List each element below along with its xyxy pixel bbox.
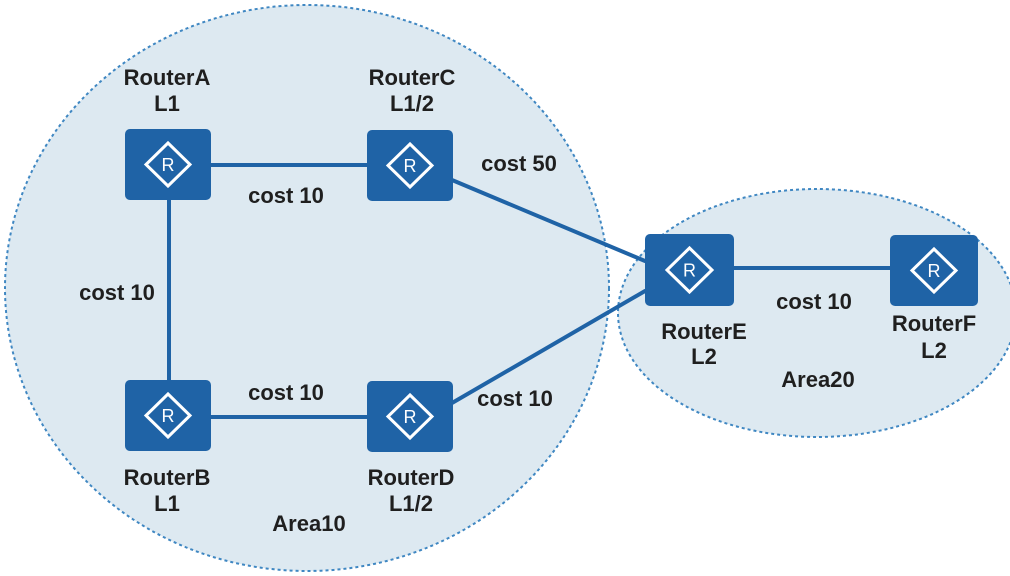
cost-label-a-b: cost 10 [79, 280, 155, 305]
router-a[interactable]: R [125, 129, 211, 200]
cost-label-a-c: cost 10 [248, 183, 324, 208]
router-c-glyph: R [404, 156, 417, 176]
area20-label: Area20 [781, 367, 854, 392]
router-b-level: L1 [154, 491, 180, 516]
router-a-name: RouterA [124, 65, 211, 90]
router-a-level: L1 [154, 91, 180, 116]
router-d-icon [367, 381, 453, 452]
router-f-glyph: R [928, 261, 941, 281]
router-b-diamond-icon [143, 391, 193, 440]
router-f-name: RouterF [892, 311, 976, 336]
router-d[interactable]: R [367, 381, 453, 452]
router-d-level: L1/2 [389, 491, 433, 516]
router-f-diamond-icon [909, 246, 959, 295]
router-b-name: RouterB [124, 465, 211, 490]
cost-label-b-d: cost 10 [248, 380, 324, 405]
area10-label: Area10 [272, 511, 345, 536]
cost-label-d-e: cost 10 [477, 386, 553, 411]
link-c-e [450, 178, 647, 263]
router-f-level: L2 [921, 338, 947, 363]
router-c-diamond-icon [385, 141, 435, 190]
links [167, 163, 894, 419]
router-c-icon [367, 130, 453, 201]
router-a-icon [125, 129, 211, 200]
router-e-diamond-icon [664, 245, 715, 295]
router-b-glyph: R [162, 406, 175, 426]
router-f-icon [890, 235, 978, 306]
router-e[interactable]: R [645, 234, 734, 306]
cost-label-c-e: cost 50 [481, 151, 557, 176]
router-d-glyph: R [404, 407, 417, 427]
link-d-e [450, 289, 647, 405]
router-d-diamond-icon [385, 392, 435, 441]
router-b[interactable]: R [125, 380, 211, 451]
router-c-name: RouterC [369, 65, 456, 90]
router-b-icon [125, 380, 211, 451]
router-a-diamond-icon [143, 140, 193, 189]
router-c[interactable]: R [367, 130, 453, 201]
router-e-icon [645, 234, 734, 306]
router-f[interactable]: R [890, 235, 978, 306]
router-e-level: L2 [691, 344, 717, 369]
router-e-glyph: R [683, 261, 696, 281]
router-c-level: L1/2 [390, 91, 434, 116]
router-a-glyph: R [162, 155, 175, 175]
router-d-name: RouterD [368, 465, 455, 490]
cost-label-e-f: cost 10 [776, 289, 852, 314]
router-e-name: RouterE [661, 319, 747, 344]
